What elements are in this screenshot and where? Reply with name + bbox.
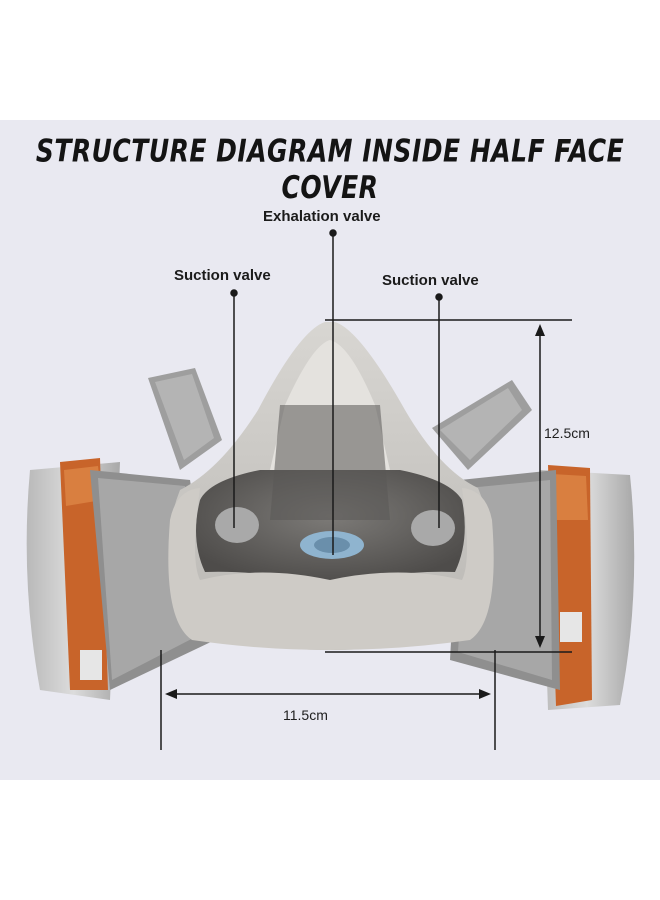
exhalation-valve-dot [329,229,337,237]
suction-valve-left-label: Suction valve [174,267,271,284]
height-arrow-bottom [535,636,545,648]
width-arrow-left [165,689,177,699]
right-strap [432,380,532,470]
exhalation-valve-label: Exhalation valve [263,208,381,225]
width-dimension-label: 11.5cm [283,707,328,723]
left-strap [148,368,222,470]
annotation-lines [160,229,572,750]
suction-valve-right-label: Suction valve [382,272,479,289]
width-arrow-right [479,689,491,699]
suction-valve-right-dot [435,293,443,301]
mask-body [168,322,494,650]
diagram-title: STRUCTURE DIAGRAM INSIDE HALF FACE COVER [35,132,625,206]
height-arrow-top [535,324,545,336]
suction-valve-left-dot [230,289,238,297]
height-dimension-label: 12.5cm [544,425,590,441]
